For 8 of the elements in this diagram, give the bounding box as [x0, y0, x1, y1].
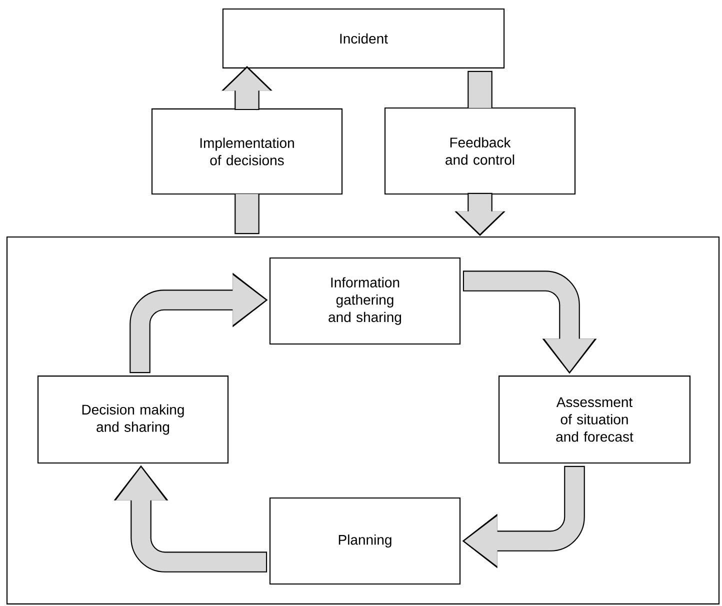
process-box: Assessment of situation and forecast — [498, 376, 690, 464]
process-box: Decision making and sharing — [37, 376, 229, 464]
panel-frame — [6, 236, 720, 604]
process-box: Incident — [222, 8, 505, 68]
process-box: Implementation of decisions — [151, 108, 343, 195]
process-box: Feedback and control — [384, 107, 576, 195]
process-box: Information gathering and sharing — [269, 258, 461, 345]
process-box: Planning — [269, 498, 461, 585]
